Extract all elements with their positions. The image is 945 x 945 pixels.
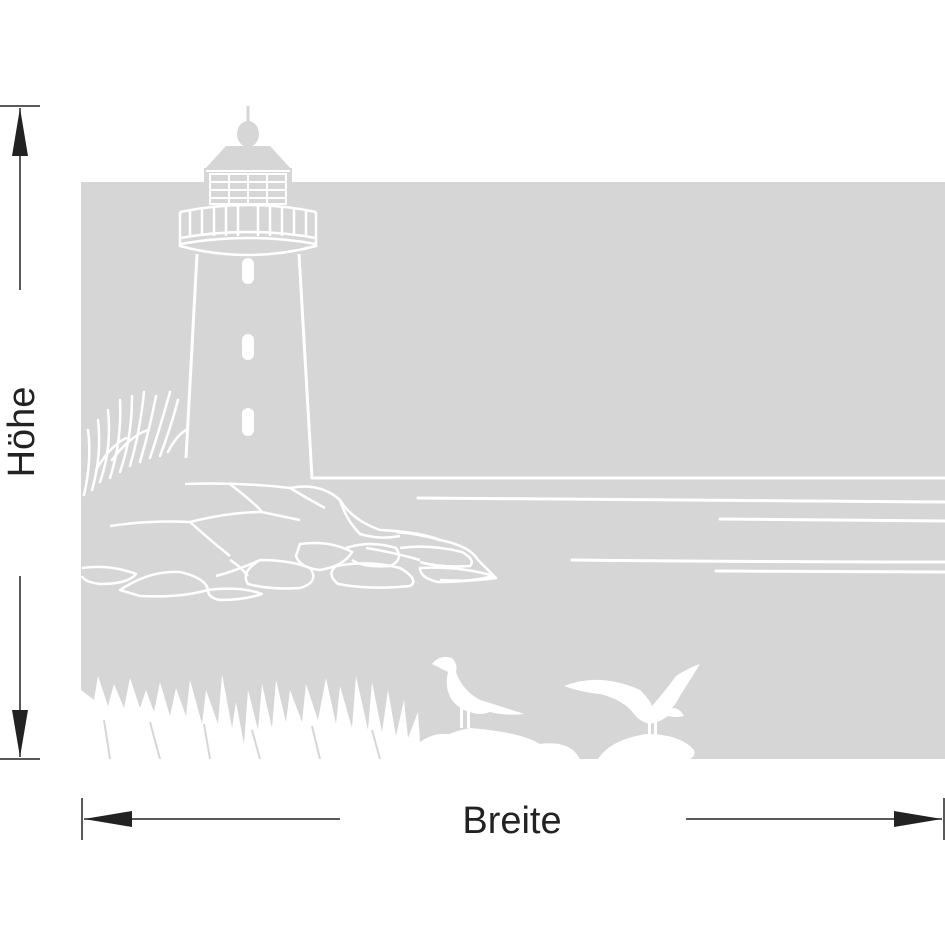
sea-waves-icon (310, 476, 945, 574)
arrow-up-icon (12, 108, 28, 156)
width-dimension: Breite (81, 798, 945, 842)
seagull-icon (432, 656, 524, 728)
width-label: Breite (462, 800, 561, 842)
arrow-right-icon (894, 811, 942, 827)
shore-rock-right (598, 734, 695, 759)
dune-grass-icon (82, 390, 188, 497)
rocks-icon (80, 482, 498, 602)
shore-rock-left (420, 728, 580, 759)
height-dimension: Höhe (0, 105, 43, 760)
decor-panel (80, 106, 945, 760)
seagull-icon (564, 664, 700, 736)
foreground-grass (81, 674, 460, 760)
height-label: Höhe (1, 387, 43, 478)
arrow-down-icon (12, 710, 28, 757)
lighthouse-icon (178, 106, 318, 479)
panel-background (81, 182, 945, 759)
arrow-left-icon (84, 811, 132, 827)
